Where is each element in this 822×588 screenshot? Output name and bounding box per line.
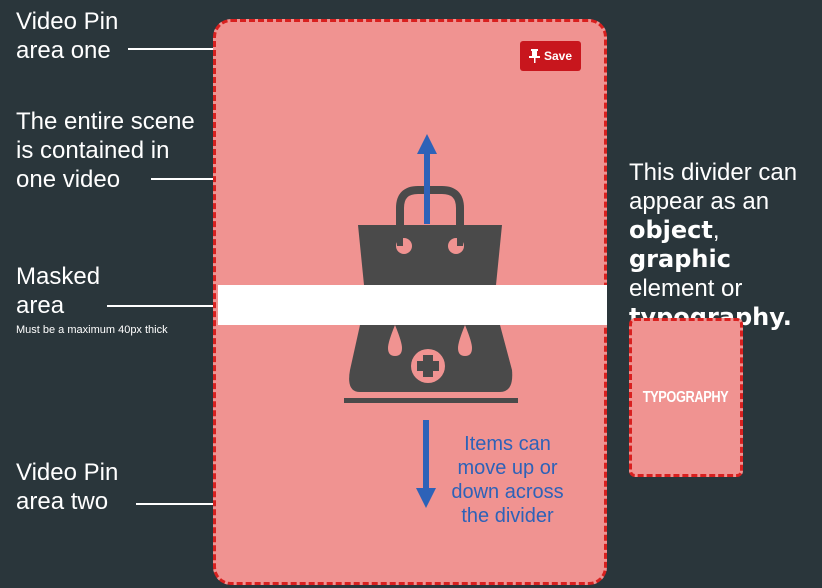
medical-cross-icon xyxy=(411,349,445,383)
masked-note: Must be a maximum 40px thick xyxy=(16,324,168,336)
masked-divider xyxy=(218,285,607,325)
label-masked-area: Masked area xyxy=(16,263,101,319)
save-label: Save xyxy=(543,49,573,63)
object-word: object xyxy=(629,216,713,244)
label-entire-scene: The entire scene is contained in one vid… xyxy=(16,108,195,193)
leader-masked-area xyxy=(107,305,218,307)
divider-explanation: This divider can appear as an object, gr… xyxy=(629,159,798,331)
leader-area-two xyxy=(136,503,276,505)
shopping-bag-icon xyxy=(344,186,518,403)
label-area-two: Video Pin area two xyxy=(16,459,119,515)
graphic-word: graphic xyxy=(629,245,731,273)
arrow-down-icon xyxy=(416,420,436,508)
pin-icon xyxy=(528,49,540,63)
leader-area-one xyxy=(128,48,258,50)
typography-example-text: TYPOGRAPHY xyxy=(643,388,729,406)
label-area-one: Video Pin area one xyxy=(16,8,119,64)
items-can-move-text: Items can move up or down across the div… xyxy=(451,433,564,527)
arrow-up-icon xyxy=(417,134,437,224)
typography-example-card: TYPOGRAPHY xyxy=(629,318,743,477)
save-button[interactable]: Save xyxy=(520,41,581,71)
